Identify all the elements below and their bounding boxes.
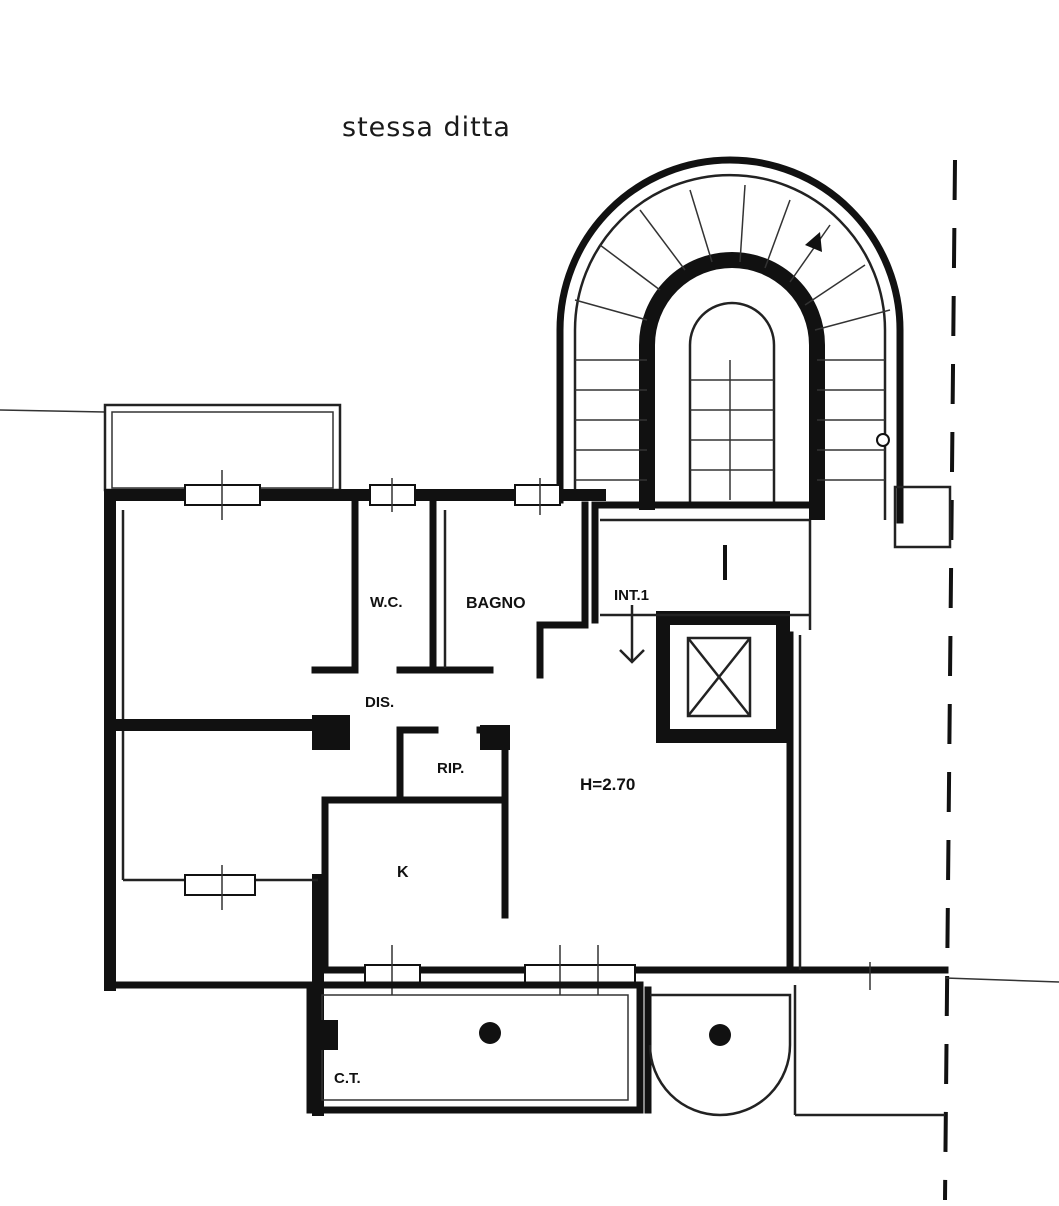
label-wc: W.C. <box>370 594 403 611</box>
drawing-caption: stessa ditta <box>342 112 511 143</box>
windows <box>184 470 871 995</box>
label-dis: DIS. <box>365 694 394 711</box>
label-bagno: BAGNO <box>466 595 526 612</box>
label-rip: RIP. <box>437 760 464 777</box>
interior-walls <box>104 496 589 974</box>
label-int: INT.1 <box>614 587 649 604</box>
bottom-balcony <box>306 981 945 1117</box>
exterior-walls <box>104 489 949 1116</box>
label-height: H=2.70 <box>580 775 635 794</box>
elevator-shaft <box>600 518 810 743</box>
label-kitchen: K <box>397 864 409 881</box>
label-ct: C.T. <box>334 1070 361 1087</box>
property-boundary <box>0 159 1059 1201</box>
spiral-staircase <box>556 156 952 549</box>
